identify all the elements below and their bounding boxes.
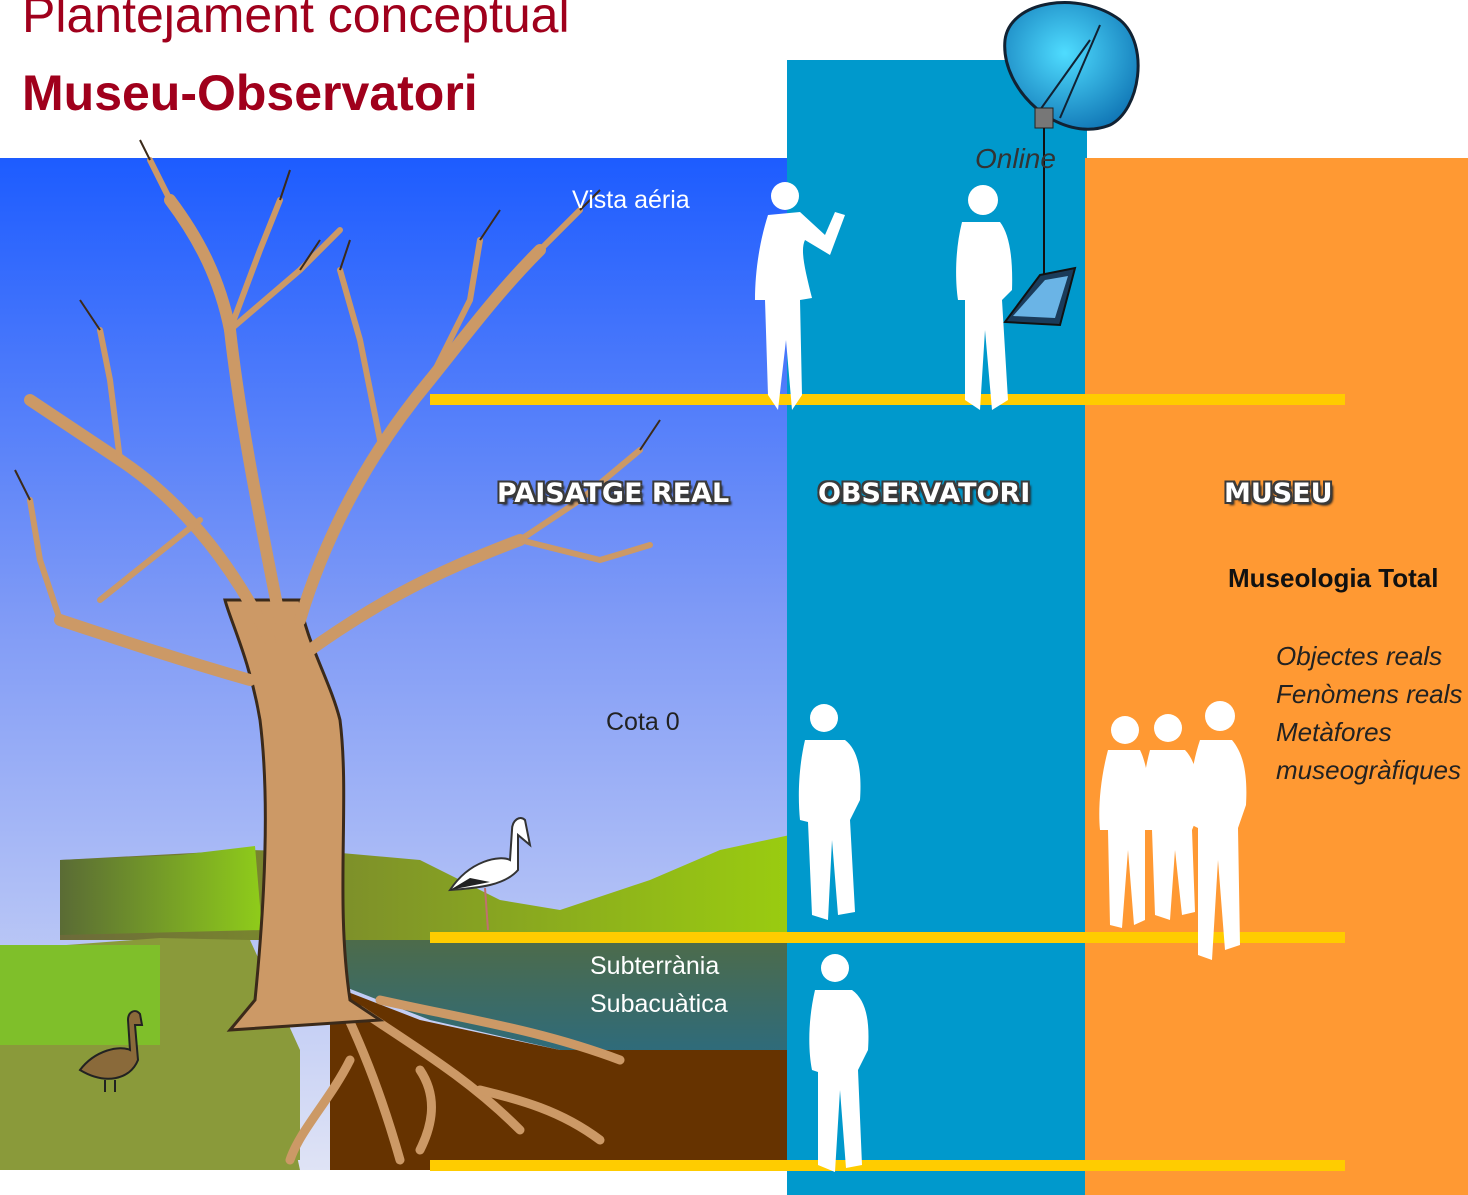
museum-heading: Museologia Total <box>1228 563 1439 593</box>
section-landscape: PAISATGE REAL <box>497 478 730 509</box>
level-line-ground <box>430 932 1345 943</box>
section-museum: MUSEU <box>1224 478 1333 509</box>
stork-icon <box>448 817 532 931</box>
museum-item-list: Objectes reals Fenòmens reals Metàfores … <box>1276 637 1462 789</box>
online-label: Online <box>975 143 1056 174</box>
satellite-dish-icon <box>1003 1 1140 280</box>
soil <box>330 985 790 1170</box>
museum-item: Objectes reals <box>1276 641 1443 671</box>
tree-icon <box>24 194 546 686</box>
tablet-icon <box>1003 266 1077 327</box>
tree-twigs <box>27 157 653 623</box>
title-line-2: Museu-Observatori <box>22 65 478 121</box>
tree-fine-twigs <box>14 139 661 501</box>
museum-item: Fenòmens reals <box>1276 679 1463 709</box>
museum-item: museogràfiques <box>1276 755 1461 785</box>
front-left-grass <box>0 1020 300 1170</box>
level-line-underground <box>430 1160 1345 1171</box>
level-label-underground-2: Subacuàtica <box>590 990 728 1018</box>
level-label-underground-1: Subterrània <box>590 952 720 980</box>
goose-icon <box>78 1010 144 1092</box>
museum-column <box>1085 158 1468 1195</box>
museum-item: Metàfores <box>1276 717 1392 747</box>
left-hill <box>60 846 262 935</box>
section-observatory: OBSERVATORI <box>818 478 1031 509</box>
person-silhouette-icon <box>755 182 1247 1172</box>
level-line-aerial <box>430 394 1345 405</box>
level-label-aerial: Vista aéria <box>572 186 690 214</box>
water-band <box>330 940 790 1050</box>
level-label-ground: Cota 0 <box>606 708 680 736</box>
title-line-1: Plantejament conceptual <box>22 0 570 43</box>
